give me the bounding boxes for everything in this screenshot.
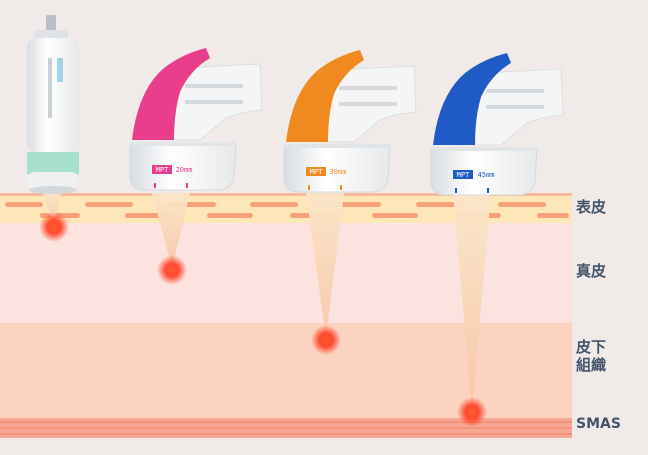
cartridge-pink-badge-bg	[152, 165, 172, 174]
beam-pink	[152, 193, 190, 268]
layer-label-subcutaneous-line1: 皮下	[576, 338, 607, 356]
cartridge-blue-badge-bg	[453, 170, 473, 179]
cartridge-blue-fin-line	[486, 105, 544, 109]
cartridge-orange-mark	[340, 185, 342, 190]
cartridge-pink-rim	[130, 142, 236, 146]
cartridge-blue-badge: MPT	[457, 171, 470, 179]
cartridge-blue-fin-line	[486, 89, 544, 93]
beam-handpiece	[43, 193, 61, 226]
layer-epidermis-top-line	[0, 193, 572, 196]
cartridge-pink-badge: MPT	[156, 166, 169, 174]
cartridge-pink-body	[129, 143, 237, 191]
layer-label-subcutaneous: 皮下 組織	[576, 338, 606, 374]
cartridge-orange-depth: 30mm	[330, 168, 347, 176]
cartridge-orange-fin-line	[339, 86, 397, 90]
handpiece-connector	[46, 15, 56, 31]
focal-point-pink	[157, 255, 187, 285]
cartridge-blue-swoosh	[433, 53, 511, 145]
cartridge-badges: MPT 20mm MPT 30mm MPT 45mm	[156, 166, 495, 179]
cartridge-orange-body	[283, 145, 391, 193]
cartridge-pink-mark	[154, 183, 156, 188]
handpiece-teal-band	[27, 152, 79, 174]
cartridge-orange-fin-line	[339, 102, 397, 106]
cartridge-blue-mark	[455, 188, 457, 193]
cartridge-pink-mark	[186, 183, 188, 188]
cartridge-blue-depth: 45mm	[478, 171, 495, 179]
handpiece-tip	[29, 186, 77, 194]
handpiece-collar	[34, 30, 68, 40]
cartridge-blue-rim	[431, 147, 537, 151]
handpiece-base	[27, 172, 79, 190]
cartridge-blue-body	[430, 148, 538, 196]
layer-subcutaneous	[0, 323, 572, 418]
cartridge-orange-swoosh	[286, 50, 364, 142]
layer-label-epidermis-text: 表皮	[576, 198, 607, 216]
vertical-handpiece	[27, 15, 79, 194]
cartridge-blue	[430, 53, 564, 196]
focal-point-handpiece	[39, 212, 69, 242]
cartridge-orange-badge-bg	[306, 167, 326, 176]
focal-point-orange	[311, 325, 341, 355]
handpiece-body	[27, 38, 79, 153]
ultrasound-beams	[43, 193, 491, 412]
cartridge-pink	[129, 48, 263, 191]
layer-label-dermis: 真皮	[576, 262, 606, 280]
cartridge-orange-rim	[284, 144, 390, 148]
focal-point-blue	[457, 397, 487, 427]
layer-label-smas: SMAS	[576, 415, 621, 433]
cartridge-orange-mark	[308, 185, 310, 190]
layer-label-dermis-text: 真皮	[576, 262, 607, 280]
cartridge-orange	[283, 50, 417, 193]
beam-blue	[453, 193, 491, 412]
cartridge-pink-fin-line	[185, 100, 243, 104]
handpiece-label-strip	[48, 58, 52, 118]
beam-orange	[306, 193, 344, 338]
cartridge-pink-swoosh	[132, 48, 210, 140]
cartridge-blue-mark	[487, 188, 489, 193]
layer-label-epidermis: 表皮	[576, 198, 606, 216]
layer-label-smas-text: SMAS	[576, 416, 621, 432]
cartridge-pink-fin-line	[185, 84, 243, 88]
handpiece-label-badge	[57, 58, 63, 82]
cartridges	[129, 48, 564, 196]
layer-label-subcutaneous-line2: 組織	[576, 356, 607, 374]
cartridge-pink-depth: 20mm	[176, 166, 193, 174]
cartridge-orange-badge: MPT	[310, 168, 323, 176]
focal-points	[39, 212, 487, 427]
